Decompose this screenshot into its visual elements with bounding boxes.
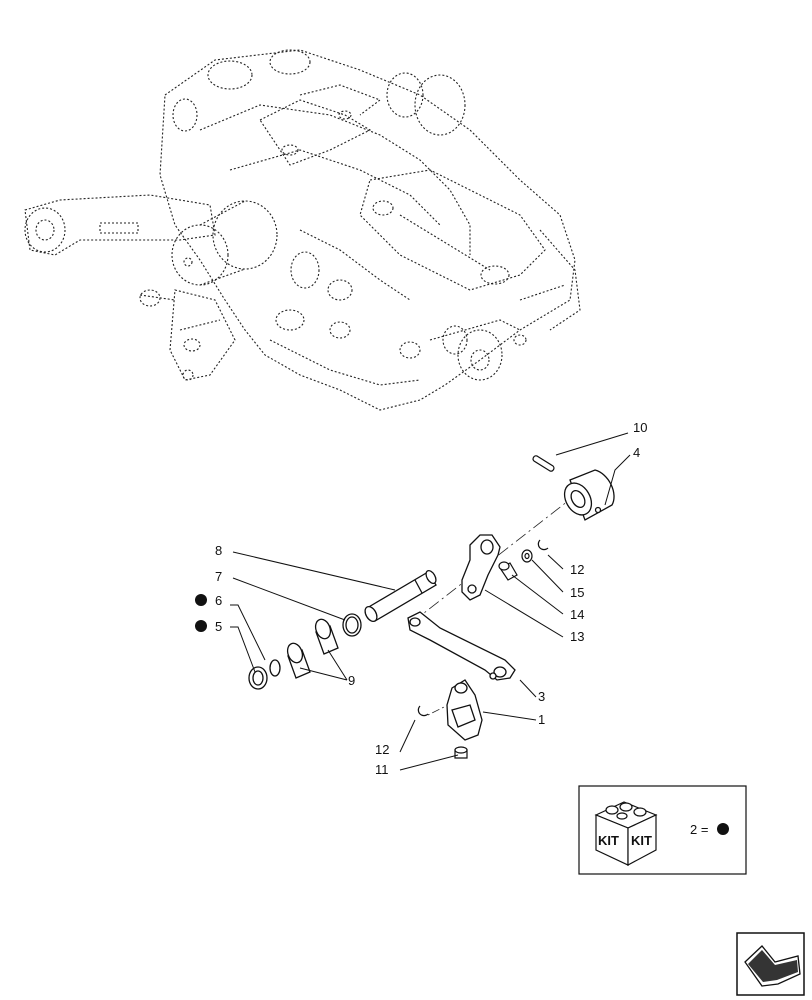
part-8-shaft [364,569,437,623]
housing-assembly [24,49,581,411]
part-9-bushings [286,618,339,679]
kit-legend-dot [717,823,729,835]
leader-lines [230,432,631,771]
kit-legend: KIT KIT 2 = [578,785,747,875]
kit-marker-5 [195,620,207,632]
callout-3: 3 [538,689,545,704]
part-11-plug [454,746,468,759]
part-13-bracket [461,534,501,601]
callout-10: 10 [633,420,647,435]
part-15-washer [521,549,533,563]
callout-11: 11 [375,762,389,777]
part-4-collar [563,469,615,521]
next-page-arrow-icon[interactable] [736,932,805,996]
kit-box-icon: KIT KIT [594,801,658,867]
part-5-seal [248,666,268,690]
callout-13: 13 [570,629,584,644]
part-7-ring [342,613,362,637]
kit-icon-text-right: KIT [631,833,652,848]
kit-legend-label: 2 = [690,822,708,837]
assembly-centerline [414,479,596,621]
callout-9: 9 [348,673,355,688]
callout-7: 7 [215,569,222,584]
callout-labels: 10 4 8 7 6 5 9 12 15 14 13 3 1 12 11 [215,420,647,777]
callout-12-lower: 12 [375,742,389,757]
part-6-oring [269,659,281,677]
callout-14: 14 [570,607,584,622]
part-1-cam-lever [446,679,483,741]
part-10-pin [532,455,555,472]
callout-4: 4 [633,445,640,460]
part-12-circlip-upper [537,539,549,551]
callout-6: 6 [215,593,222,608]
part-12-circlip-lower [417,705,429,717]
kit-icon-text-left: KIT [598,833,619,848]
callout-1: 1 [538,712,545,727]
part-3-link-arm [407,611,516,681]
callout-15: 15 [570,585,584,600]
callout-5: 5 [215,619,222,634]
callout-12-upper: 12 [570,562,584,577]
kit-marker-6 [195,594,207,606]
callout-8: 8 [215,543,222,558]
